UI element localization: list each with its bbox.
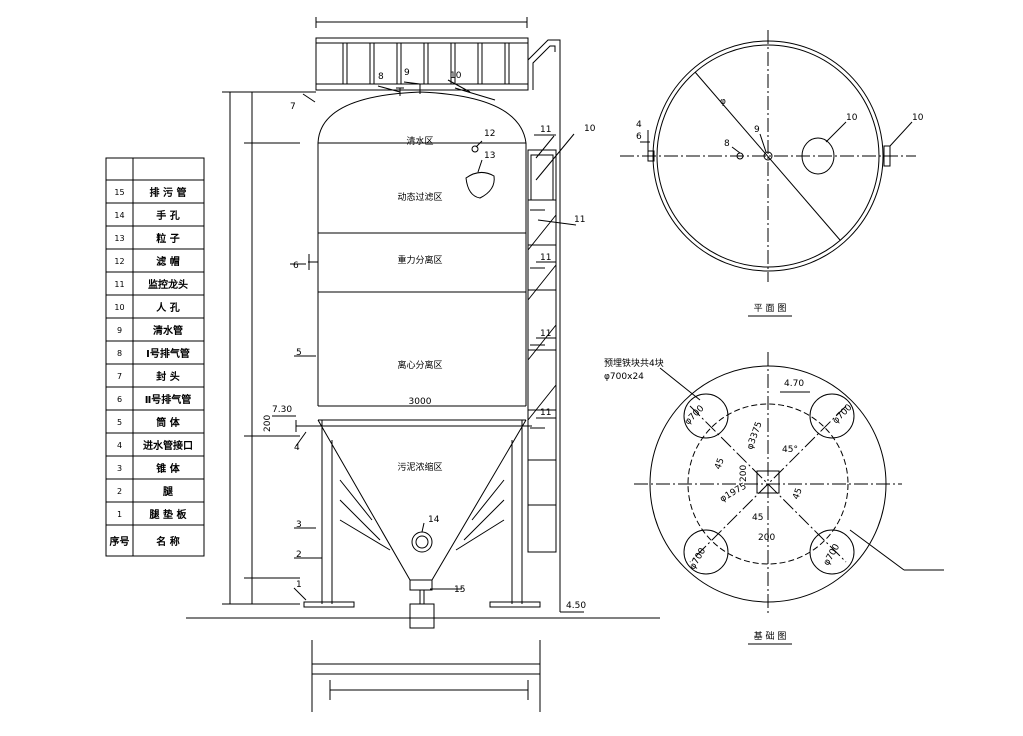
dim-outer-diameter: φ3375 <box>745 421 764 452</box>
inlet-size: 200 <box>263 415 273 432</box>
foundation-note-line2: φ700x24 <box>604 372 644 382</box>
table-name-7: 封 头 <box>156 370 179 383</box>
callout-7: 7 <box>290 102 296 112</box>
table-no-14: 14 <box>114 211 124 220</box>
table-header-name: 名 称 <box>156 535 179 548</box>
table-no-11: 11 <box>114 280 124 289</box>
table-name-2: 腿 <box>163 486 174 498</box>
table-no-2: 2 <box>117 487 122 496</box>
plan-callout-8: 8 <box>724 139 730 149</box>
callout-14: 14 <box>428 515 440 525</box>
callout-3: 3 <box>296 520 302 530</box>
table-no-10: 10 <box>114 303 124 312</box>
elevation-labels: 清水区 动态过滤区 重力分离区 离心分离区 污泥浓缩区 3000 7.30 20… <box>263 68 596 611</box>
plan-callout-10: 10 <box>846 113 858 123</box>
callout-9: 9 <box>404 68 410 78</box>
base-elevation: 4.50 <box>566 601 586 611</box>
pad-dim-3: φ700 <box>688 546 708 571</box>
table-no-5: 5 <box>117 418 122 427</box>
table-name-1: 腿 垫 板 <box>150 508 188 521</box>
callout-11d: 11 <box>540 329 551 339</box>
plan-callout-9: 9 <box>754 125 760 135</box>
plan-callout-6: 6 <box>636 132 642 142</box>
callout-5: 5 <box>296 348 302 358</box>
table-name-5: 筒 体 <box>156 416 180 429</box>
callout-4: 4 <box>294 443 300 453</box>
zone-label-sludge-thickening: 污泥浓缩区 <box>397 461 442 473</box>
table-name-13: 粒 子 <box>156 232 179 245</box>
callout-8: 8 <box>378 72 384 82</box>
table-name-10: 人 孔 <box>156 301 179 314</box>
table-no-3: 3 <box>117 464 122 473</box>
table-no-7: 7 <box>117 372 122 381</box>
callout-10: 10 <box>450 71 462 81</box>
zone-label-gravity-separation: 重力分离区 <box>397 254 442 266</box>
callout-11e: 11 <box>540 408 551 418</box>
table-name-6: Ⅱ号排气管 <box>145 393 192 406</box>
callout-6: 6 <box>293 261 299 271</box>
dim-inner-diameter: φ1975 <box>719 482 749 505</box>
zone-label-clear-water: 清水区 <box>406 135 433 147</box>
plan-view <box>620 30 916 317</box>
table-name-14: 手 孔 <box>156 209 179 222</box>
table-header-no: 序号 <box>110 535 130 548</box>
foundation-top-elevation: 4.70 <box>784 379 804 389</box>
foundation-note-line1: 预埋铁块共4块 <box>604 357 664 369</box>
callout-11: 11 <box>540 125 551 135</box>
inlet-elevation: 7.30 <box>272 405 292 415</box>
pad-dim-1: φ700 <box>683 404 707 428</box>
plan-callout-10b: 10 <box>912 113 924 123</box>
table-name-4: 进水管接口 <box>143 439 193 452</box>
callout-10b: 10 <box>584 124 596 134</box>
callout-13: 13 <box>484 151 495 161</box>
table-no-6: 6 <box>117 395 122 404</box>
angle-45: 45° <box>782 445 798 455</box>
dim-45-a: 45 <box>713 457 726 471</box>
zone-label-centrifugal-separation: 离心分离区 <box>397 359 442 371</box>
callout-12: 12 <box>484 129 495 139</box>
elevation-view <box>186 17 660 712</box>
table-no-12: 12 <box>114 257 124 266</box>
plan-title: 平 面 图 <box>754 303 787 314</box>
callout-15: 15 <box>454 585 465 595</box>
plan-diameter-mark: φ <box>720 97 726 107</box>
foundation-title: 基 础 图 <box>754 630 787 642</box>
plan-callout-4: 4 <box>636 120 642 130</box>
table-no-13: 13 <box>114 234 124 243</box>
dim-45-c: 45 <box>752 513 763 523</box>
table-name-15: 排 污 管 <box>150 186 187 199</box>
table-name-8: Ⅰ号排气管 <box>146 347 190 360</box>
table-no-9: 9 <box>117 326 122 335</box>
table-no-15: 15 <box>114 188 124 197</box>
callout-1: 1 <box>296 580 302 590</box>
zone-label-dynamic-filter: 动态过滤区 <box>397 191 442 203</box>
callout-11b: 11 <box>574 215 585 225</box>
parts-table-text: 15 排 污 管 14 手 孔 13 粒 子 12 滤 帽 11 监控龙头 10… <box>110 186 194 548</box>
callout-2: 2 <box>296 550 302 560</box>
table-name-9: 清水管 <box>153 324 183 337</box>
table-no-8: 8 <box>117 349 122 358</box>
parts-table <box>105 157 205 557</box>
plan-view-labels: 4 6 8 9 10 10 φ 平 面 图 <box>636 97 924 314</box>
table-name-11: 监控龙头 <box>148 278 188 291</box>
table-name-3: 锥 体 <box>156 462 180 475</box>
dim-square-v: 200 <box>739 465 749 482</box>
table-name-12: 滤 帽 <box>156 255 179 268</box>
table-no-4: 4 <box>117 441 122 450</box>
dim-45-b: 45 <box>791 487 804 501</box>
dim-square-h: 200 <box>758 533 775 543</box>
foundation-view <box>634 352 944 645</box>
table-no-1: 1 <box>117 510 122 519</box>
diameter-dimension: 3000 <box>409 397 432 407</box>
callout-11c: 11 <box>540 253 551 263</box>
